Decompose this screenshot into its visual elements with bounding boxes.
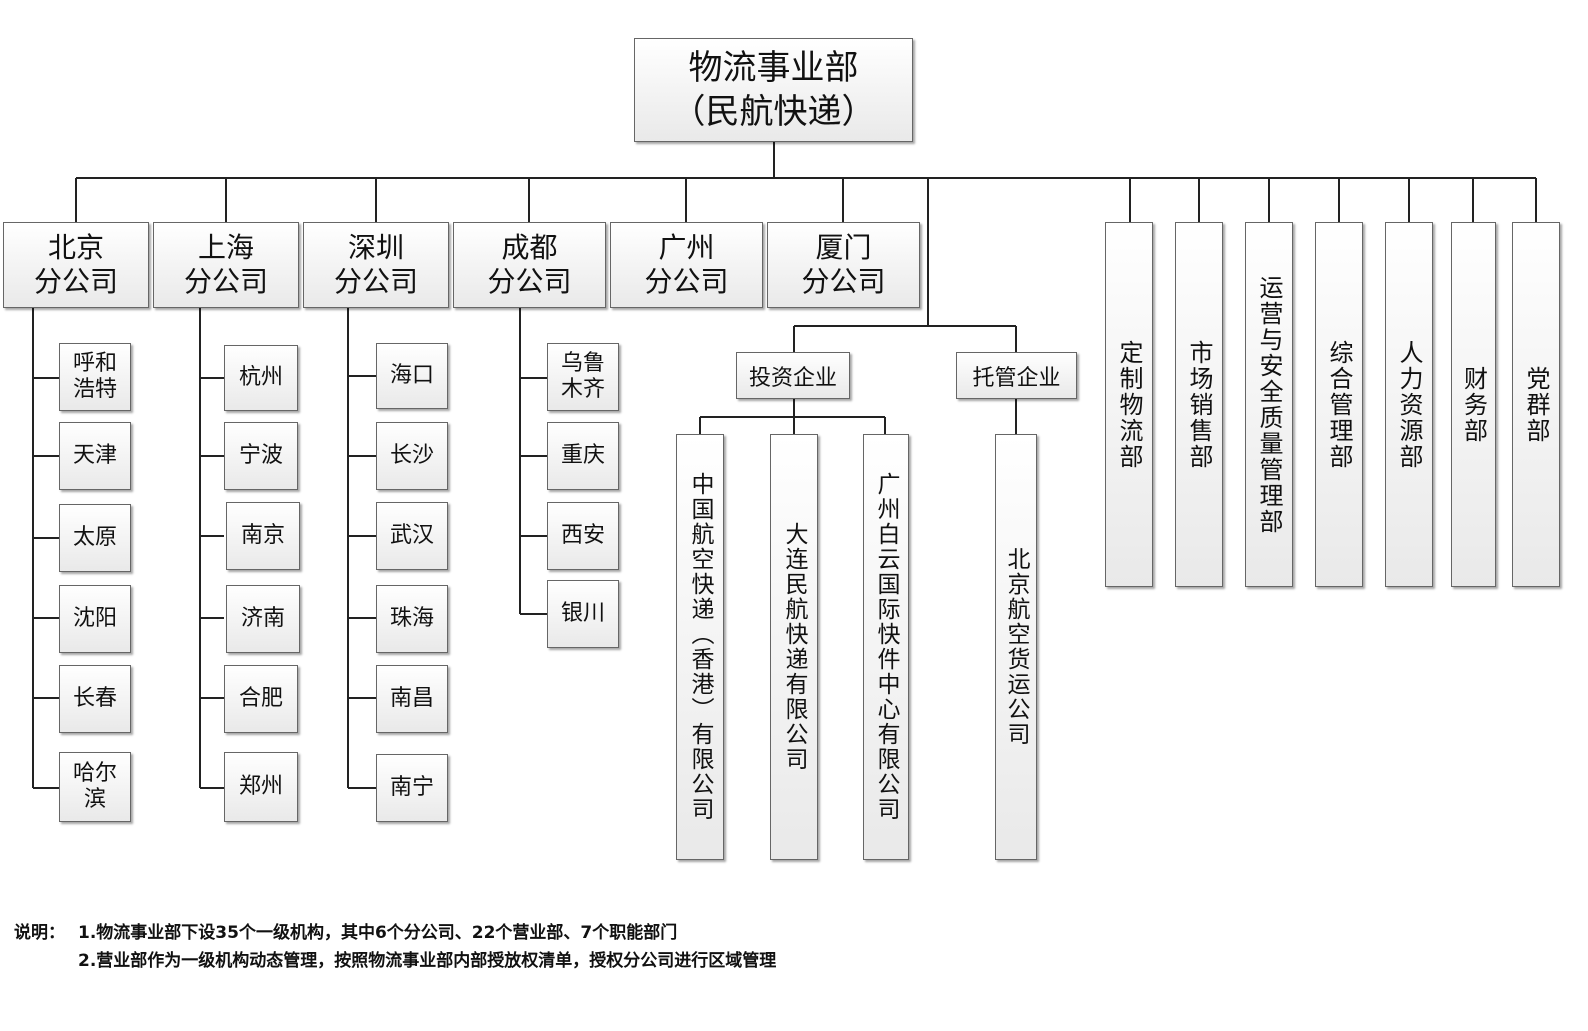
department-name: 党群部 [1522,365,1550,444]
sub-office-line: 武汉 [389,523,434,548]
department: 市场销售部 [1175,222,1223,587]
branch-xiamen-name: 厦门 [815,231,872,264]
branch-chengdu: 成都 分公司 [453,222,606,308]
notes-prefix: 说明： [14,923,65,943]
sub-office: 哈尔 滨 [59,752,131,822]
trusteeship-company: 北京航空货运公司 [995,434,1037,860]
sub-office: 济南 [226,585,300,653]
sub-office: 长春 [59,665,131,733]
investment-company-name: 中国航空快递（香港）有限公司 [687,472,713,822]
sub-office-line: 银川 [560,601,605,626]
sub-office-line: 呼和 [72,351,117,376]
department-name: 财务部 [1459,365,1488,444]
trusteeship-enterprises: 托管企业 [956,352,1077,399]
department: 运营与安全质量管理部 [1245,222,1293,587]
department-name: 综合管理部 [1325,339,1353,470]
sub-office: 珠海 [376,585,448,653]
sub-office: 重庆 [547,422,619,490]
sub-office-line: 合肥 [238,686,283,711]
branch-beijing-type: 分公司 [33,265,118,298]
sub-office: 太原 [59,504,131,572]
branch-chengdu-name: 成都 [501,231,558,264]
branch-beijing: 北京 分公司 [3,222,149,308]
sub-office: 郑州 [224,752,298,822]
sub-office: 天津 [59,422,131,490]
branch-shenzhen-type: 分公司 [333,265,418,298]
sub-office: 银川 [547,580,619,648]
sub-office: 长沙 [376,422,448,490]
sub-office-line: 长沙 [389,443,434,468]
investment-company: 中国航空快递（香港）有限公司 [676,434,724,860]
sub-office-line: 哈尔 [72,761,117,786]
department-name: 市场销售部 [1185,339,1213,470]
sub-office: 合肥 [224,665,298,733]
branch-xiamen: 厦门 分公司 [767,222,920,308]
sub-office-line: 珠海 [389,606,434,631]
department-name: 运营与安全质量管理部 [1255,274,1283,535]
department: 人力资源部 [1385,222,1433,587]
sub-office-line: 重庆 [560,443,605,468]
sub-office: 乌鲁 木齐 [547,343,619,411]
sub-office-line: 海口 [389,363,434,388]
department: 财务部 [1451,222,1496,587]
sub-office-line: 宁波 [238,443,283,468]
sub-office-line: 天津 [72,443,117,468]
department: 定制物流部 [1105,222,1153,587]
investment-company: 大连民航快递有限公司 [770,434,818,860]
sub-office-line: 乌鲁 [560,351,605,376]
branch-guangzhou-type: 分公司 [644,265,729,298]
sub-office-line: 济南 [240,606,285,631]
sub-office: 呼和 浩特 [59,343,131,411]
sub-office-line: 浩特 [72,377,117,402]
sub-office: 沈阳 [59,585,131,653]
sub-office-line: 杭州 [238,365,283,390]
note-line-2: 2.营业部作为一级机构动态管理，按照物流事业部内部授放权清单，授权分公司进行区域… [78,951,777,971]
investment-enterprises: 投资企业 [736,352,850,399]
sub-office: 南京 [226,502,300,570]
sub-office: 南宁 [376,754,448,822]
department: 党群部 [1512,222,1560,587]
sub-office: 武汉 [376,502,448,570]
trusteeship-company-name: 北京航空货运公司 [1003,547,1029,747]
department-name: 人力资源部 [1395,339,1423,470]
sub-office: 宁波 [224,422,298,490]
sub-office: 西安 [547,502,619,570]
branch-shenzhen: 深圳 分公司 [303,222,449,308]
investment-label: 投资企业 [748,365,837,391]
branch-shanghai-type: 分公司 [183,265,268,298]
sub-office-line: 郑州 [238,774,283,799]
branch-chengdu-type: 分公司 [487,265,572,298]
note-line-1: 1.物流事业部下设35个一级机构，其中6个分公司、22个营业部、7个职能部门 [78,923,678,943]
department-name: 定制物流部 [1115,339,1143,470]
branch-shanghai: 上海 分公司 [153,222,299,308]
branch-guangzhou-name: 广州 [658,231,715,264]
sub-office-line: 南宁 [389,775,434,800]
branch-shenzhen-name: 深圳 [347,231,404,264]
investment-company-name: 广州白云国际快件中心有限公司 [873,472,899,822]
branch-guangzhou: 广州 分公司 [610,222,763,308]
branch-xiamen-type: 分公司 [801,265,886,298]
sub-office-line: 太原 [72,525,117,550]
sub-office: 海口 [376,343,448,409]
sub-office-line: 长春 [72,686,117,711]
sub-office-line: 西安 [560,523,605,548]
investment-company: 广州白云国际快件中心有限公司 [863,434,909,860]
sub-office-line: 南昌 [389,686,434,711]
branch-shanghai-name: 上海 [197,231,254,264]
sub-office-line: 南京 [240,523,285,548]
root-subtitle: （民航快递） [671,92,876,132]
sub-office-line: 木齐 [560,377,605,402]
branch-beijing-name: 北京 [47,231,104,264]
sub-office-line: 滨 [83,787,106,812]
sub-office: 杭州 [224,345,298,411]
root-node: 物流事业部 （民航快递） [634,38,913,142]
sub-office-line: 沈阳 [72,606,117,631]
investment-company-name: 大连民航快递有限公司 [781,522,807,772]
root-title: 物流事业部 [688,48,859,88]
sub-office: 南昌 [376,665,448,733]
department: 综合管理部 [1315,222,1363,587]
trusteeship-label: 托管企业 [972,365,1061,391]
